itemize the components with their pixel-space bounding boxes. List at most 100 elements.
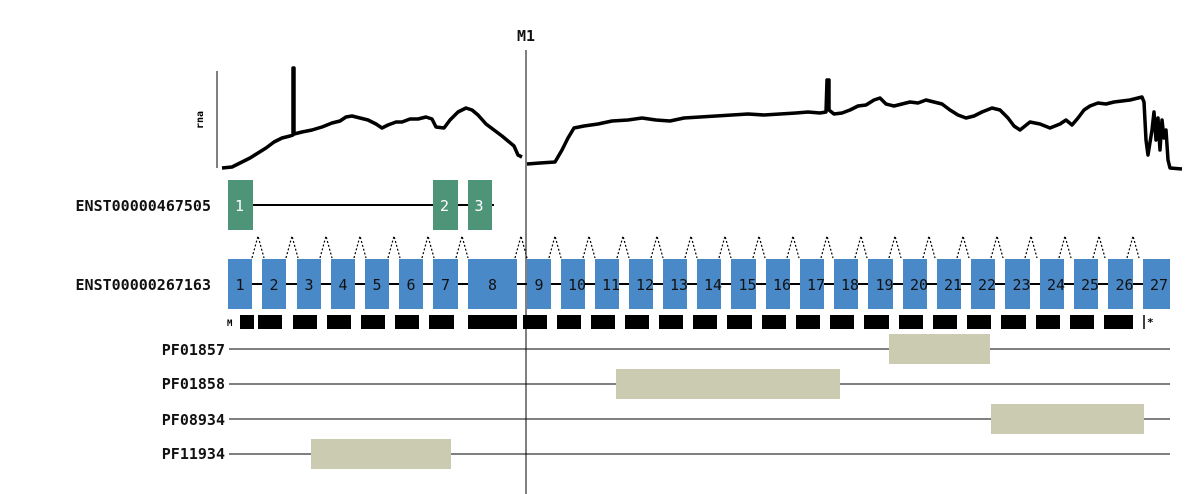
splice-connector <box>455 233 469 259</box>
exon-number: 12 <box>636 276 654 294</box>
splice-connector <box>582 233 596 259</box>
exon-number: 25 <box>1081 276 1099 294</box>
splice-connector <box>1126 233 1140 259</box>
coverage-axis-label: rna <box>195 111 206 129</box>
domain-box <box>311 439 451 469</box>
transcript-label-1: ENST00000467505 <box>76 197 211 215</box>
exon-number: 4 <box>338 276 347 294</box>
coverage-line-right <box>526 78 1183 171</box>
cds-segment <box>361 315 385 329</box>
exon-number: 9 <box>534 276 543 294</box>
exon-number: 26 <box>1115 276 1133 294</box>
exon-number: 14 <box>704 276 722 294</box>
cds-segment <box>395 315 419 329</box>
domain-tracks: PF01857 PF01858 PF08934 PF11934 <box>162 334 1170 469</box>
exon-box <box>399 259 423 309</box>
cds-segment <box>762 315 786 329</box>
exon-number: 17 <box>807 276 825 294</box>
exon-box <box>1005 259 1030 309</box>
exon-box <box>365 259 389 309</box>
cds-segment <box>240 315 254 329</box>
exon-box <box>800 259 824 309</box>
cds-segment <box>967 315 991 329</box>
cds-segment <box>258 315 282 329</box>
cds-segment <box>796 315 820 329</box>
exon-box <box>1074 259 1098 309</box>
splice-connector <box>251 233 265 259</box>
exon-number: 5 <box>372 276 381 294</box>
domain-box <box>889 334 990 364</box>
exon-box <box>731 259 756 309</box>
splice-connector <box>684 233 698 259</box>
splice-connector <box>285 233 299 259</box>
domain-label: PF01858 <box>162 375 225 393</box>
exon-box <box>262 259 286 309</box>
exon-number: 21 <box>944 276 962 294</box>
splice-connector <box>353 233 367 259</box>
cds-segment <box>1001 315 1026 329</box>
splice-connector <box>786 233 800 259</box>
cds-segment <box>933 315 957 329</box>
exon-box <box>433 259 458 309</box>
cds-segment <box>1108 315 1133 329</box>
splice-connector <box>650 233 664 259</box>
exon-number: 23 <box>1012 276 1030 294</box>
cds-segment <box>327 315 351 329</box>
splice-connector <box>888 233 902 259</box>
splice-connector <box>854 233 868 259</box>
splice-connector <box>820 233 834 259</box>
cds-segment <box>693 315 717 329</box>
exon-number: 16 <box>773 276 791 294</box>
exon-number: 24 <box>1047 276 1065 294</box>
exon-box <box>433 180 458 230</box>
exon-number: 3 <box>304 276 313 294</box>
exon-box <box>1040 259 1064 309</box>
exon-box <box>937 259 961 309</box>
cds-segment <box>727 315 752 329</box>
splice-connector <box>1024 233 1038 259</box>
exon-box <box>297 259 321 309</box>
domain-label: PF08934 <box>162 411 225 429</box>
splice-connector <box>548 233 562 259</box>
splice-connector <box>616 233 630 259</box>
cds-stop-label: * <box>1147 316 1154 329</box>
splice-connector <box>1058 233 1072 259</box>
exon-number: 27 <box>1150 276 1168 294</box>
exon-box <box>468 180 492 230</box>
cds-segment <box>1070 315 1094 329</box>
cds-segment <box>429 315 454 329</box>
cds-segment <box>523 315 547 329</box>
exon-box <box>663 259 687 309</box>
splice-connector <box>956 233 970 259</box>
splice-connector <box>718 233 732 259</box>
exon-number: 13 <box>670 276 688 294</box>
exon-number: 3 <box>474 197 483 215</box>
cds-segment <box>659 315 683 329</box>
splice-connector <box>387 233 401 259</box>
splice-connector <box>752 233 766 259</box>
exon-box <box>228 259 252 309</box>
cds-start-label: M <box>227 319 233 329</box>
exon-number: 20 <box>910 276 928 294</box>
exon-box <box>228 180 253 230</box>
exon-box <box>868 259 893 309</box>
domain-label: PF01857 <box>162 341 225 359</box>
exon-box <box>834 259 858 309</box>
exon-box <box>331 259 355 309</box>
splice-connector <box>514 233 528 259</box>
cds-segment <box>557 315 581 329</box>
exon-box <box>766 259 790 309</box>
cds-segment <box>830 315 854 329</box>
splice-connector <box>922 233 936 259</box>
splice-connector <box>421 233 435 259</box>
splice-connector <box>319 233 333 259</box>
exon-number: 1 <box>235 276 244 294</box>
transcript-label-2: ENST00000267163 <box>76 276 211 294</box>
exon-number: 8 <box>488 276 497 294</box>
exon-box <box>595 259 619 309</box>
marker-label: M1 <box>517 27 535 45</box>
exon-box <box>697 259 721 309</box>
